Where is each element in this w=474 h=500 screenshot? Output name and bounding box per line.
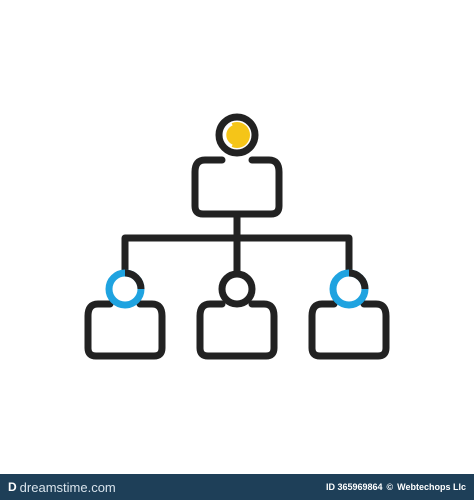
left-head-outline — [124, 269, 145, 290]
brand-logo: D dreamstime.com — [8, 480, 116, 495]
copyright-symbol: © — [386, 482, 394, 492]
watermark-footer: D dreamstime.com ID 365969864 © Webtecho… — [0, 474, 474, 500]
author-name: Webtechops Llc — [397, 482, 466, 492]
top-person-body — [191, 156, 283, 218]
top-head-highlight — [223, 122, 233, 148]
brand-name: dreamstime.com — [19, 479, 116, 495]
left-person-body — [84, 300, 166, 360]
right-head-outline — [348, 269, 369, 290]
image-credits: ID 365969864 © Webtechops Llc — [326, 482, 466, 492]
right-person-body — [308, 300, 390, 360]
center-person-head — [218, 270, 256, 308]
image-id: ID 365969864 — [325, 482, 383, 492]
center-person-body — [196, 300, 278, 360]
top-head-fill — [224, 122, 250, 148]
organization-hierarchy-icon — [84, 113, 390, 360]
brand-mark: D — [8, 480, 17, 494]
